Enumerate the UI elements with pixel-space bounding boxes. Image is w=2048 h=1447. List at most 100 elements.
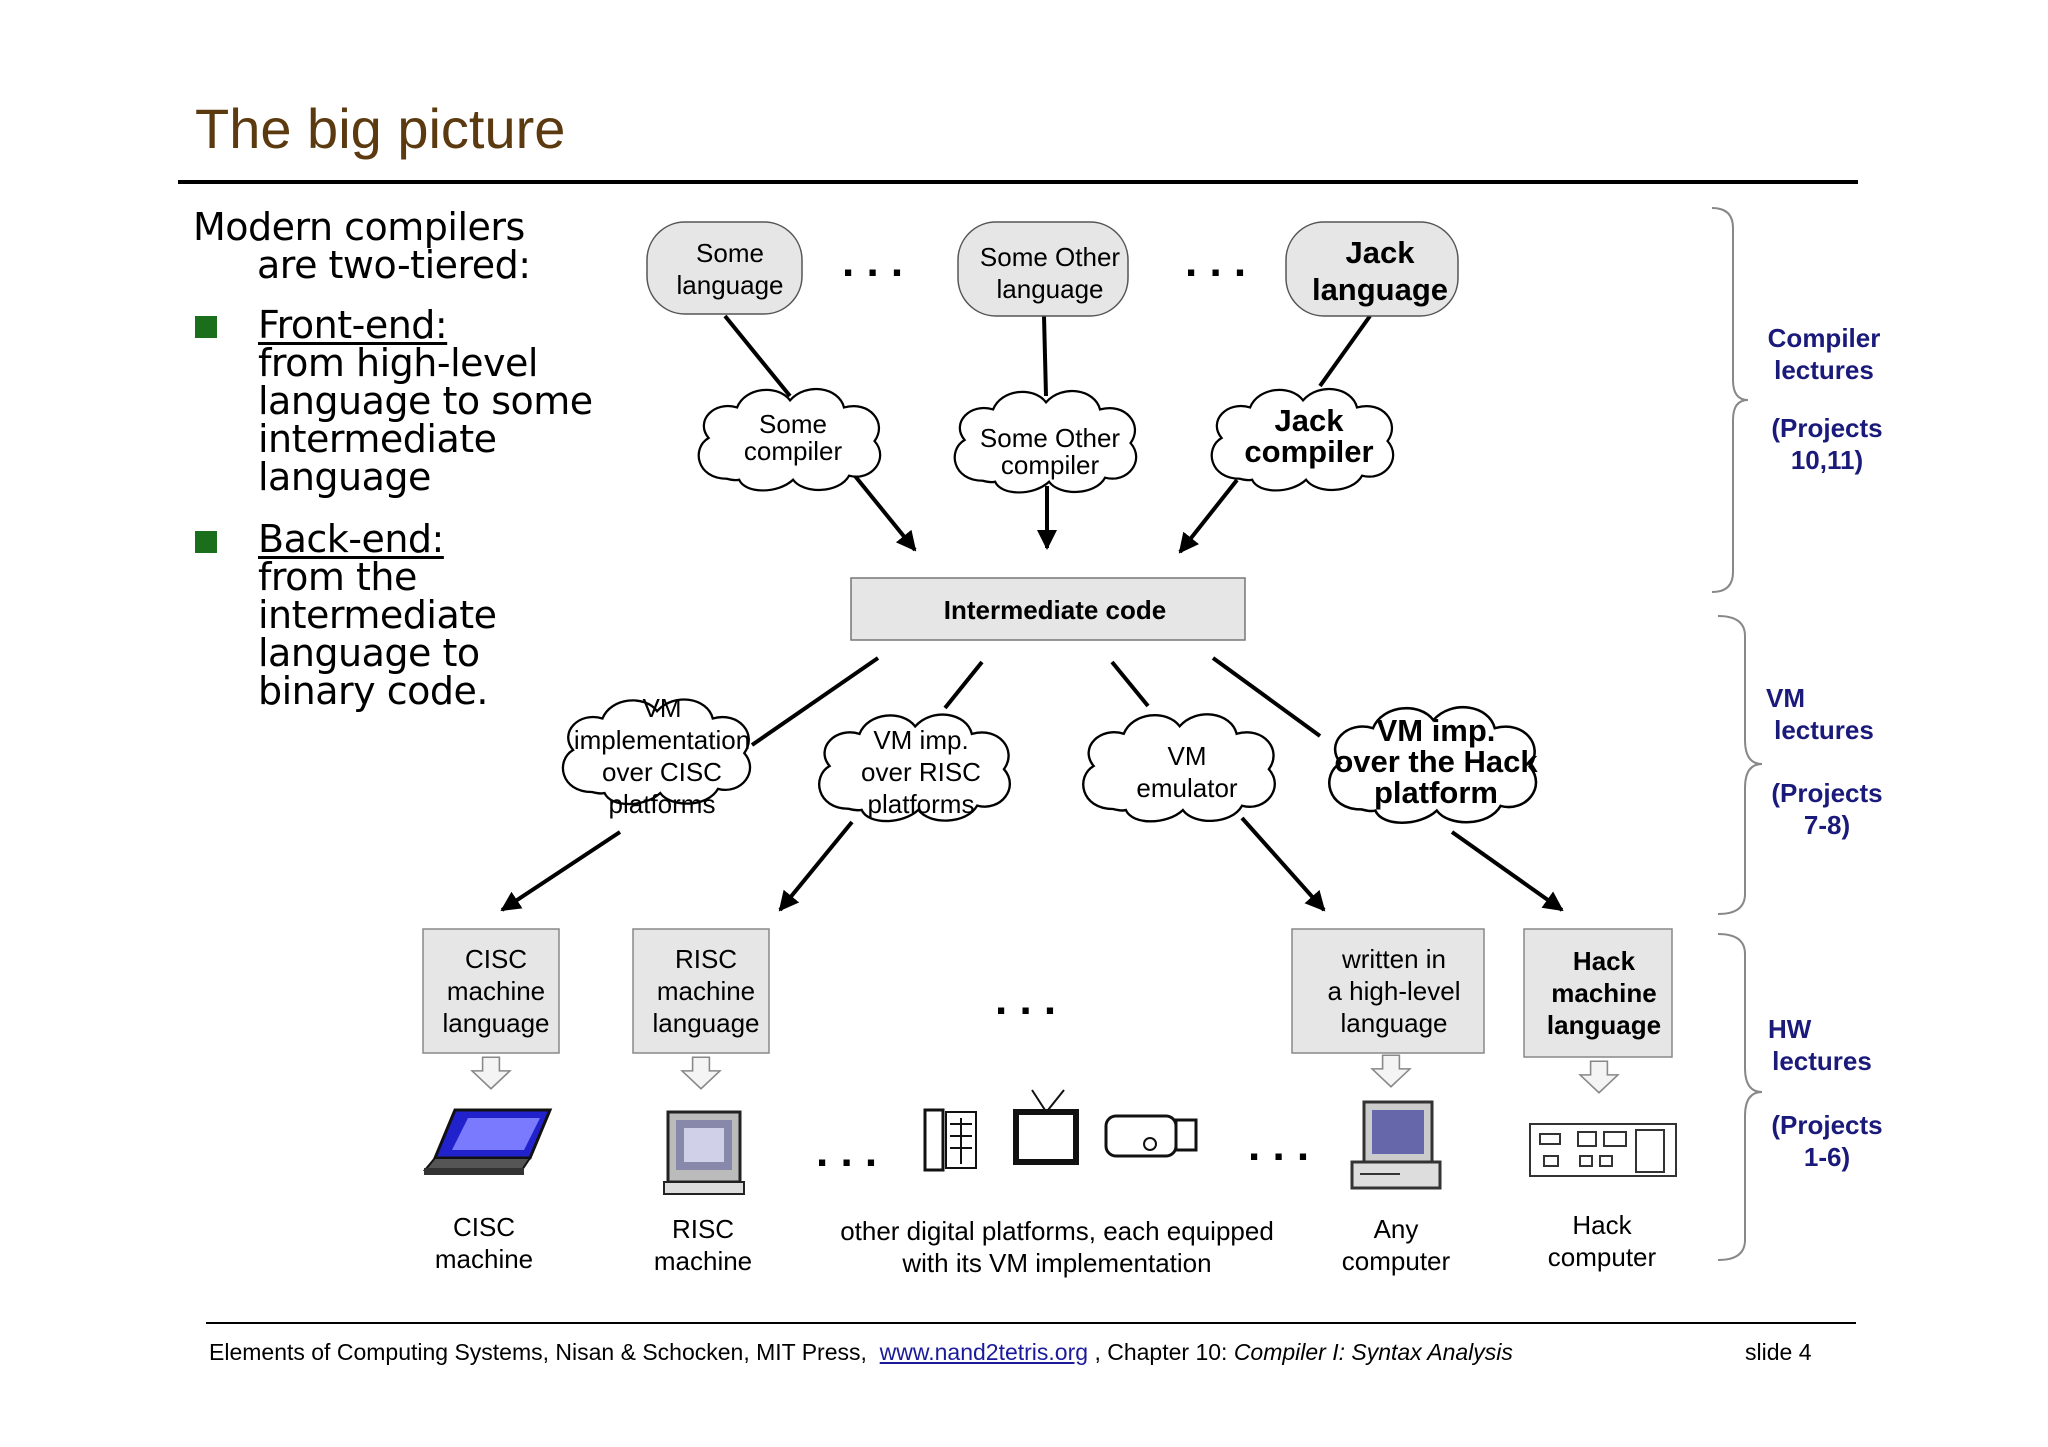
intro-text: Modern compilers are two-tiered: <box>193 208 531 284</box>
pc-tower-icon <box>1350 1100 1442 1190</box>
machine-language-label: machine <box>447 976 545 1006</box>
circuit-board-icon <box>1529 1123 1677 1177</box>
bullet-back-end: Back-end: from the intermediate language… <box>258 520 497 710</box>
bullet-line: intermediate <box>258 417 497 461</box>
language-node-label: language <box>997 274 1104 304</box>
side-label: VM <box>1766 683 1805 713</box>
arrow-to-machine-language <box>1450 830 1564 912</box>
compiler-label: Jack <box>1275 403 1345 438</box>
brace <box>1717 933 1763 1261</box>
vm-label: VM imp. <box>873 725 968 755</box>
bullet-front-end: Front-end: from high-level language to s… <box>258 306 593 496</box>
down-arrow-icon <box>471 1056 511 1090</box>
connector-line <box>750 656 880 747</box>
machine-language-label: language <box>443 1008 550 1038</box>
bullet-line: from high-level <box>258 341 538 385</box>
bullet-line: binary code. <box>258 669 488 713</box>
vm-label: platform <box>1374 775 1498 810</box>
ellipsis: . . . <box>816 1127 877 1176</box>
platform-label: with its VM implementation <box>901 1248 1211 1278</box>
slide-number: slide 4 <box>1745 1339 1812 1365</box>
vm-label: implementation <box>574 725 750 755</box>
vm-label: platforms <box>868 789 975 819</box>
ellipsis: . . . <box>1248 1121 1309 1170</box>
footer-link[interactable]: www.nand2tetris.org <box>879 1339 1089 1365</box>
brace <box>1717 615 1763 915</box>
vm-label: over the Hack <box>1334 744 1538 779</box>
intro-line-2: are two-tiered: <box>257 243 531 287</box>
compiler-label: compiler <box>1244 434 1373 469</box>
language-node <box>646 221 803 315</box>
language-node <box>1285 221 1459 317</box>
footer-middle: , Chapter 10: <box>1094 1339 1228 1365</box>
side-label: lectures <box>1774 355 1874 385</box>
platform-label: computer <box>1342 1246 1451 1276</box>
language-node-label: Some Other <box>980 242 1121 272</box>
intermediate-code-label: Intermediate code <box>944 595 1167 625</box>
bullet-line: language to <box>258 631 480 675</box>
bullet-line: language to some <box>258 379 593 423</box>
title-divider <box>178 180 1858 184</box>
intermediate-code-box <box>850 577 1246 641</box>
bullet-marker-back-end <box>195 531 217 553</box>
vm-label: platforms <box>609 789 716 819</box>
arrow-to-intermediate <box>1178 478 1239 554</box>
vm-label: emulator <box>1136 773 1237 803</box>
camcorder-icon <box>1104 1114 1198 1158</box>
machine-language-label: CISC <box>465 944 527 974</box>
language-node <box>957 221 1129 317</box>
side-label: lectures <box>1772 1046 1872 1076</box>
language-node-label: Jack <box>1346 235 1416 270</box>
footer-prefix: Elements of Computing Systems, Nisan & S… <box>209 1339 867 1365</box>
machine-language-label: a high-level <box>1328 976 1461 1006</box>
machine-language-label: language <box>1341 1008 1448 1038</box>
bullet-line: language <box>258 455 431 499</box>
language-node-label: Some <box>696 238 764 268</box>
footer-divider <box>206 1322 1856 1324</box>
platform-label: other digital platforms, each equipped <box>840 1216 1274 1246</box>
compiler-label: compiler <box>744 436 843 466</box>
ellipsis: . . . <box>842 237 903 286</box>
platform-label: CISC <box>453 1212 515 1242</box>
machine-language-box <box>632 928 770 1054</box>
vm-label: over CISC <box>602 757 722 787</box>
platform-label: Hack <box>1572 1210 1632 1240</box>
language-node-label: language <box>677 270 784 300</box>
bullet-line: from the <box>258 555 417 599</box>
television-icon <box>1013 1089 1079 1165</box>
side-label: Compiler <box>1768 323 1881 353</box>
connector-line <box>1110 660 1150 708</box>
side-label: 7-8) <box>1804 810 1850 840</box>
connector-line <box>1042 315 1048 397</box>
connector-line <box>943 660 984 710</box>
machine-language-label: language <box>1547 1010 1661 1040</box>
intro-line-1: Modern compilers <box>193 205 525 249</box>
machine-language-box <box>1291 928 1485 1054</box>
platform-label: machine <box>435 1244 533 1274</box>
compiler-label: compiler <box>1001 450 1100 480</box>
bullet-back-end-head: Back-end: <box>258 517 444 561</box>
telephone-icon <box>923 1108 977 1172</box>
ellipsis: . . . <box>995 975 1056 1024</box>
machine-language-label: machine <box>1551 978 1657 1008</box>
brace <box>1711 207 1749 593</box>
side-label: (Projects <box>1771 778 1882 808</box>
machine-language-label: RISC <box>675 944 737 974</box>
connector-line <box>1318 314 1372 388</box>
vm-label: VM imp. <box>1377 713 1496 748</box>
laptop-icon <box>422 1108 553 1175</box>
arrow-to-machine-language <box>1240 816 1326 912</box>
machine-language-label: language <box>653 1008 760 1038</box>
platform-label: RISC <box>672 1214 734 1244</box>
page-title: The big picture <box>195 97 566 160</box>
footer: Elements of Computing Systems, Nisan & S… <box>209 1339 1513 1366</box>
desktop-computer-icon <box>663 1110 745 1195</box>
side-label: 1-6) <box>1804 1142 1850 1172</box>
arrow-to-intermediate <box>853 474 917 552</box>
bullet-marker-front-end <box>195 316 217 338</box>
side-label: (Projects <box>1771 413 1882 443</box>
platform-label: Any <box>1374 1214 1419 1244</box>
down-arrow-icon <box>1371 1054 1411 1088</box>
side-label: HW <box>1768 1014 1812 1044</box>
